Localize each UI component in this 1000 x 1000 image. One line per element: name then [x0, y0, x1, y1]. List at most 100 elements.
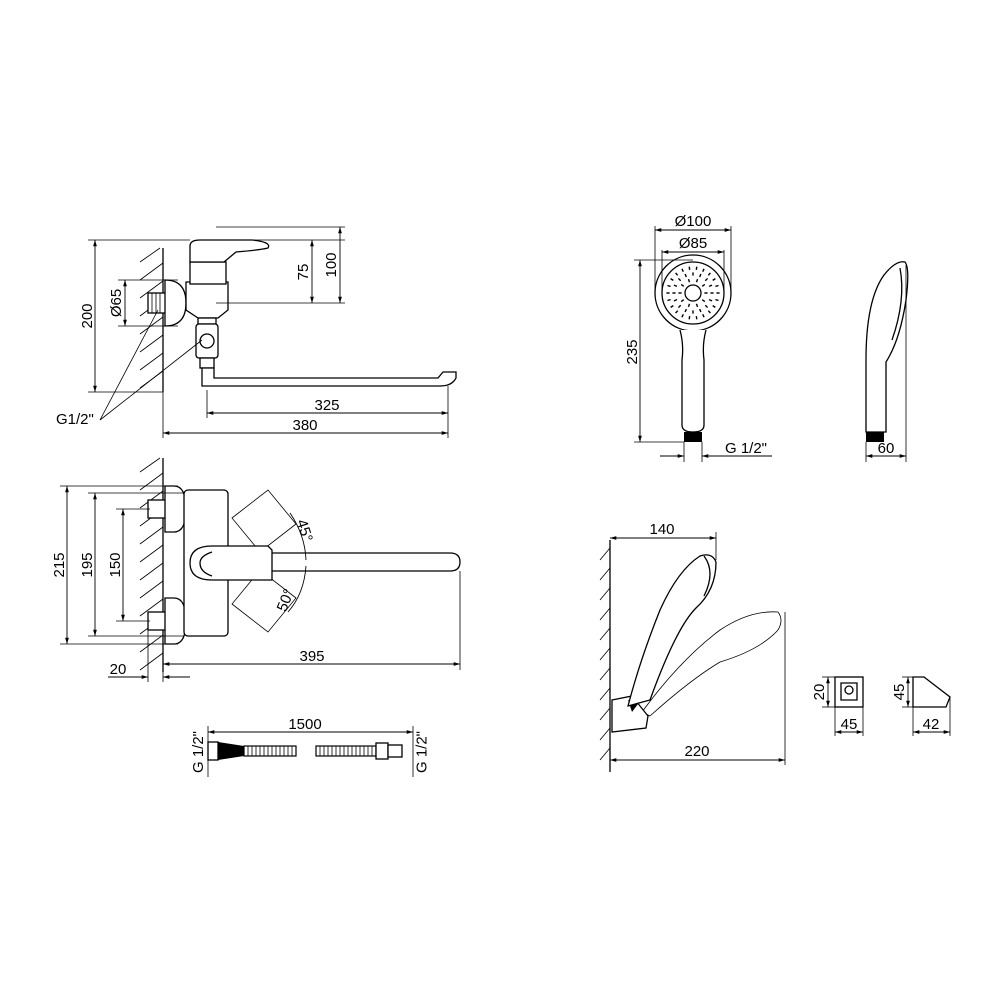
hose-nut-right — [375, 742, 389, 760]
dim-d100: Ø100 — [675, 213, 712, 230]
spray-nozzle — [715, 284, 719, 288]
spray-nozzles — [666, 266, 720, 320]
shower-face-center — [684, 284, 702, 302]
spout — [201, 367, 457, 387]
hose-tip-right — [387, 744, 403, 758]
holder-side-body — [912, 676, 951, 708]
spray-nozzle — [695, 303, 699, 308]
shower-handle — [679, 329, 707, 433]
spray-nozzle — [704, 304, 709, 309]
hose-nut-left — [207, 741, 219, 761]
shower-side-body — [865, 261, 909, 433]
diverter-collar — [197, 317, 217, 325]
spray-nozzle — [677, 277, 682, 282]
spray-nozzle — [684, 308, 687, 313]
spray-nozzle — [677, 304, 682, 309]
spray-nozzle — [687, 303, 691, 308]
shower-on-holder — [627, 554, 717, 707]
shower-wall-mounted-view: 140 220 — [599, 521, 786, 772]
shower-side-connector — [866, 432, 884, 442]
dim-20: 20 — [811, 684, 828, 701]
spray-nozzle — [708, 299, 713, 302]
holder-front-body — [834, 676, 864, 708]
spray-nozzle — [675, 310, 679, 314]
spray-nozzle — [680, 283, 685, 287]
spray-nozzle — [708, 284, 713, 287]
spray-nozzle — [699, 308, 702, 313]
diverter-body — [195, 323, 219, 359]
spray-nozzle — [687, 278, 691, 283]
thread-label: G1/2" — [56, 411, 94, 428]
lever-handle — [189, 239, 270, 263]
angle-45: 45° — [293, 517, 316, 544]
angle-arc-45 — [289, 512, 307, 561]
shower-side-face — [891, 267, 903, 341]
dim-215: 215 — [51, 552, 68, 577]
wall-hatch — [599, 547, 611, 761]
dim-60: 60 — [878, 440, 895, 457]
shower-head-front-view: Ø100 Ø85 235 G 1/2" — [624, 213, 772, 462]
pipe-thread — [151, 293, 161, 313]
dim-45: 45 — [841, 716, 858, 733]
hose-thread-left: G 1/2" — [190, 731, 207, 773]
shower-hose: 1500 G 1/2" G 1/2" — [190, 716, 430, 777]
dim-380: 380 — [292, 417, 317, 434]
lever-handle — [189, 545, 273, 581]
lever-ghost-lower — [231, 569, 297, 633]
dim-140: 140 — [649, 521, 674, 538]
lever-ghost-upper — [231, 489, 297, 553]
spray-nozzle — [699, 273, 702, 278]
shower-face-edge — [703, 555, 711, 597]
spray-nozzle — [667, 284, 671, 288]
escutcheon-lower — [164, 597, 187, 645]
spray-nozzle — [681, 268, 684, 273]
spray-nozzle — [675, 272, 679, 276]
holder-screw — [844, 685, 854, 695]
spray-nozzle — [702, 313, 705, 318]
shower-face-inner — [661, 261, 725, 325]
spray-nozzle — [701, 299, 706, 303]
angle-arc-50 — [287, 565, 307, 613]
spray-nozzle — [695, 278, 699, 283]
spray-nozzle — [715, 298, 719, 302]
dim-325: 325 — [314, 397, 339, 414]
shower-head-side-view: 60 — [865, 261, 909, 462]
spray-nozzle — [684, 273, 687, 278]
spout — [235, 552, 461, 572]
dim-d85: Ø85 — [679, 235, 707, 252]
dim-195: 195 — [79, 552, 96, 577]
spray-nozzle — [707, 272, 711, 276]
faucet-side-view: 200 Ø65 75 100 325 380 G1/2" — [56, 226, 457, 438]
spray-nozzle — [702, 268, 705, 273]
dim-150: 150 — [107, 552, 124, 577]
mixer-body — [185, 281, 229, 319]
cartridge-cap — [189, 261, 227, 285]
hose-body-right — [315, 745, 377, 757]
holder-side-view: 45 42 — [891, 676, 951, 736]
spray-nozzle — [681, 313, 684, 318]
shower-connector — [684, 432, 702, 442]
hose-thread-right: G 1/2" — [413, 731, 430, 773]
spray-nozzle — [707, 310, 711, 314]
dim-thread: G 1/2" — [725, 440, 767, 457]
faucet-top-view: 45° 50° 215 195 150 20 395 — [51, 457, 461, 682]
spray-nozzle — [673, 299, 678, 302]
wall-hatch — [139, 247, 164, 389]
spout-joint — [199, 357, 215, 369]
spray-nozzle — [712, 278, 716, 281]
dim-20: 20 — [110, 661, 127, 678]
shower-ghost-position — [641, 611, 782, 717]
dim-75: 75 — [295, 264, 312, 281]
hose-rings-right — [319, 746, 373, 756]
spray-nozzle — [670, 278, 674, 281]
hose-rings-left — [247, 746, 293, 756]
dim-220: 220 — [684, 743, 709, 760]
holder-front-view: 20 45 — [811, 676, 864, 736]
spray-nozzle — [680, 299, 685, 303]
spray-nozzle — [701, 283, 706, 287]
spray-nozzle — [712, 305, 716, 308]
angle-50: 50° — [274, 587, 298, 614]
dim-42: 42 — [923, 716, 940, 733]
